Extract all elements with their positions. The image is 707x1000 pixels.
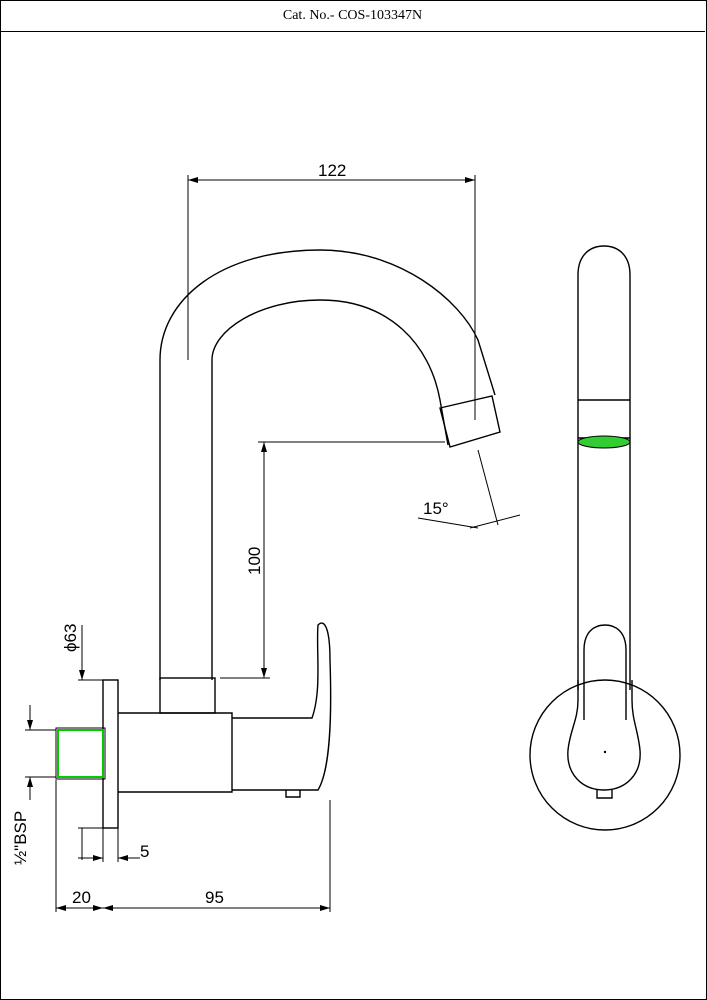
thread-outline [55,727,106,780]
dim-angle-label: 15° [423,499,449,518]
front-view [529,245,681,831]
dim-flange-dia-label: ϕ63 [61,624,80,652]
tap-body [118,712,233,793]
dimension-lines [25,175,521,912]
thread-connector [57,729,104,778]
spout-inner [211,299,449,680]
aerator [577,435,631,449]
front-nub [596,790,613,799]
spout-tip [439,395,501,448]
front-handle [583,624,627,720]
dim-height-label: 100 [245,547,264,575]
spout-outer [159,249,496,680]
dim-body-length-label: 95 [205,888,224,907]
dim-reach-label: 122 [318,161,346,180]
center-dot [603,750,607,754]
dim-thread-label: ½"BSP [11,811,30,865]
front-flange [529,679,681,831]
lever-handle [232,622,332,791]
handle-nub [285,790,301,798]
catalog-number: Cat. No.- COS-103347N [0,0,705,32]
spout-collar [159,677,216,714]
front-spout [577,245,631,690]
dim-gap-label: 5 [140,842,149,861]
side-view [55,249,501,829]
front-body [567,680,641,791]
dim-thread-length-label: 20 [72,888,91,907]
